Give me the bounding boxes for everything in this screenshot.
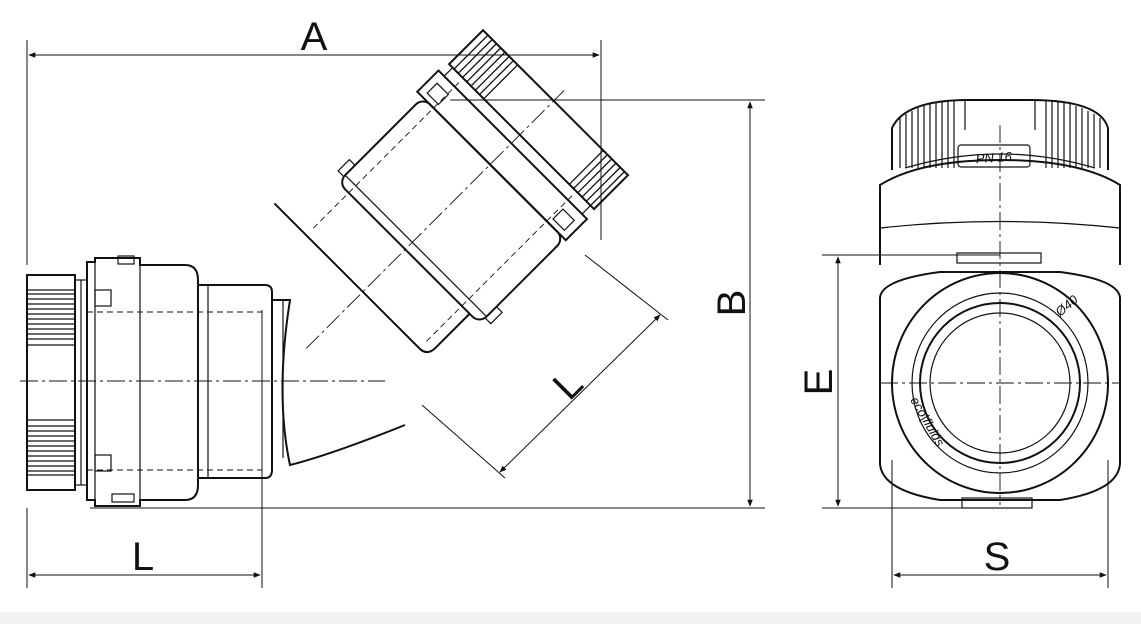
angled-assembly: [273, 28, 630, 354]
dimension-b: [90, 99, 765, 509]
dimension-e-label: E: [797, 369, 841, 396]
dimension-e: [822, 254, 1000, 509]
left-nut: [26, 274, 88, 491]
dimension-l-angled: [421, 254, 669, 479]
dimension-b-label: B: [710, 290, 754, 317]
socket: [198, 284, 273, 479]
dimension-a: [26, 40, 602, 265]
dimension-s: [891, 460, 1109, 588]
diameter-marking: Ø40: [1052, 292, 1082, 320]
dimension-l-front: [26, 310, 263, 588]
dimension-a-label: A: [301, 15, 328, 59]
dimension-l-angled-label: L: [545, 362, 592, 409]
side-view: [20, 28, 630, 507]
dimension-s-label: S: [984, 535, 1011, 579]
bottom-margin: [0, 612, 1141, 624]
end-view: PN 16 Ø40 eco|fluids: [878, 99, 1122, 509]
elbow: [272, 299, 406, 467]
dimension-l-front-label: L: [132, 535, 154, 579]
pressure-marking: PN 16: [975, 149, 1013, 167]
